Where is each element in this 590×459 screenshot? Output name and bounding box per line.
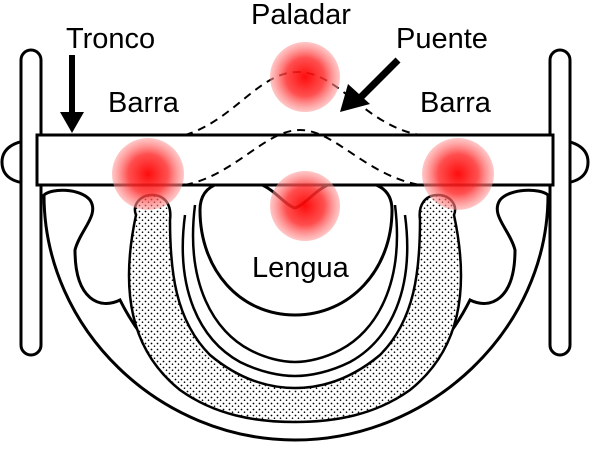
label-lengua: Lengua: [252, 252, 350, 284]
label-paladar: Paladar: [251, 0, 351, 31]
puente-arrow: [340, 57, 401, 112]
marker-barra-right: [422, 138, 494, 210]
label-barra-left: Barra: [108, 87, 180, 119]
label-barra-right: Barra: [420, 87, 492, 119]
gum-bars: [127, 193, 463, 424]
inner-mouth-lines: [181, 204, 409, 378]
label-tronco: Tronco: [66, 23, 155, 55]
marker-lengua: [270, 171, 340, 241]
marker-barra-left: [112, 138, 184, 210]
tronco-arrow: [60, 55, 84, 133]
left-cheek-ring: [0, 48, 43, 357]
label-puente: Puente: [396, 23, 488, 55]
right-cheek-ring: [548, 48, 590, 357]
marker-paladar: [270, 42, 340, 112]
